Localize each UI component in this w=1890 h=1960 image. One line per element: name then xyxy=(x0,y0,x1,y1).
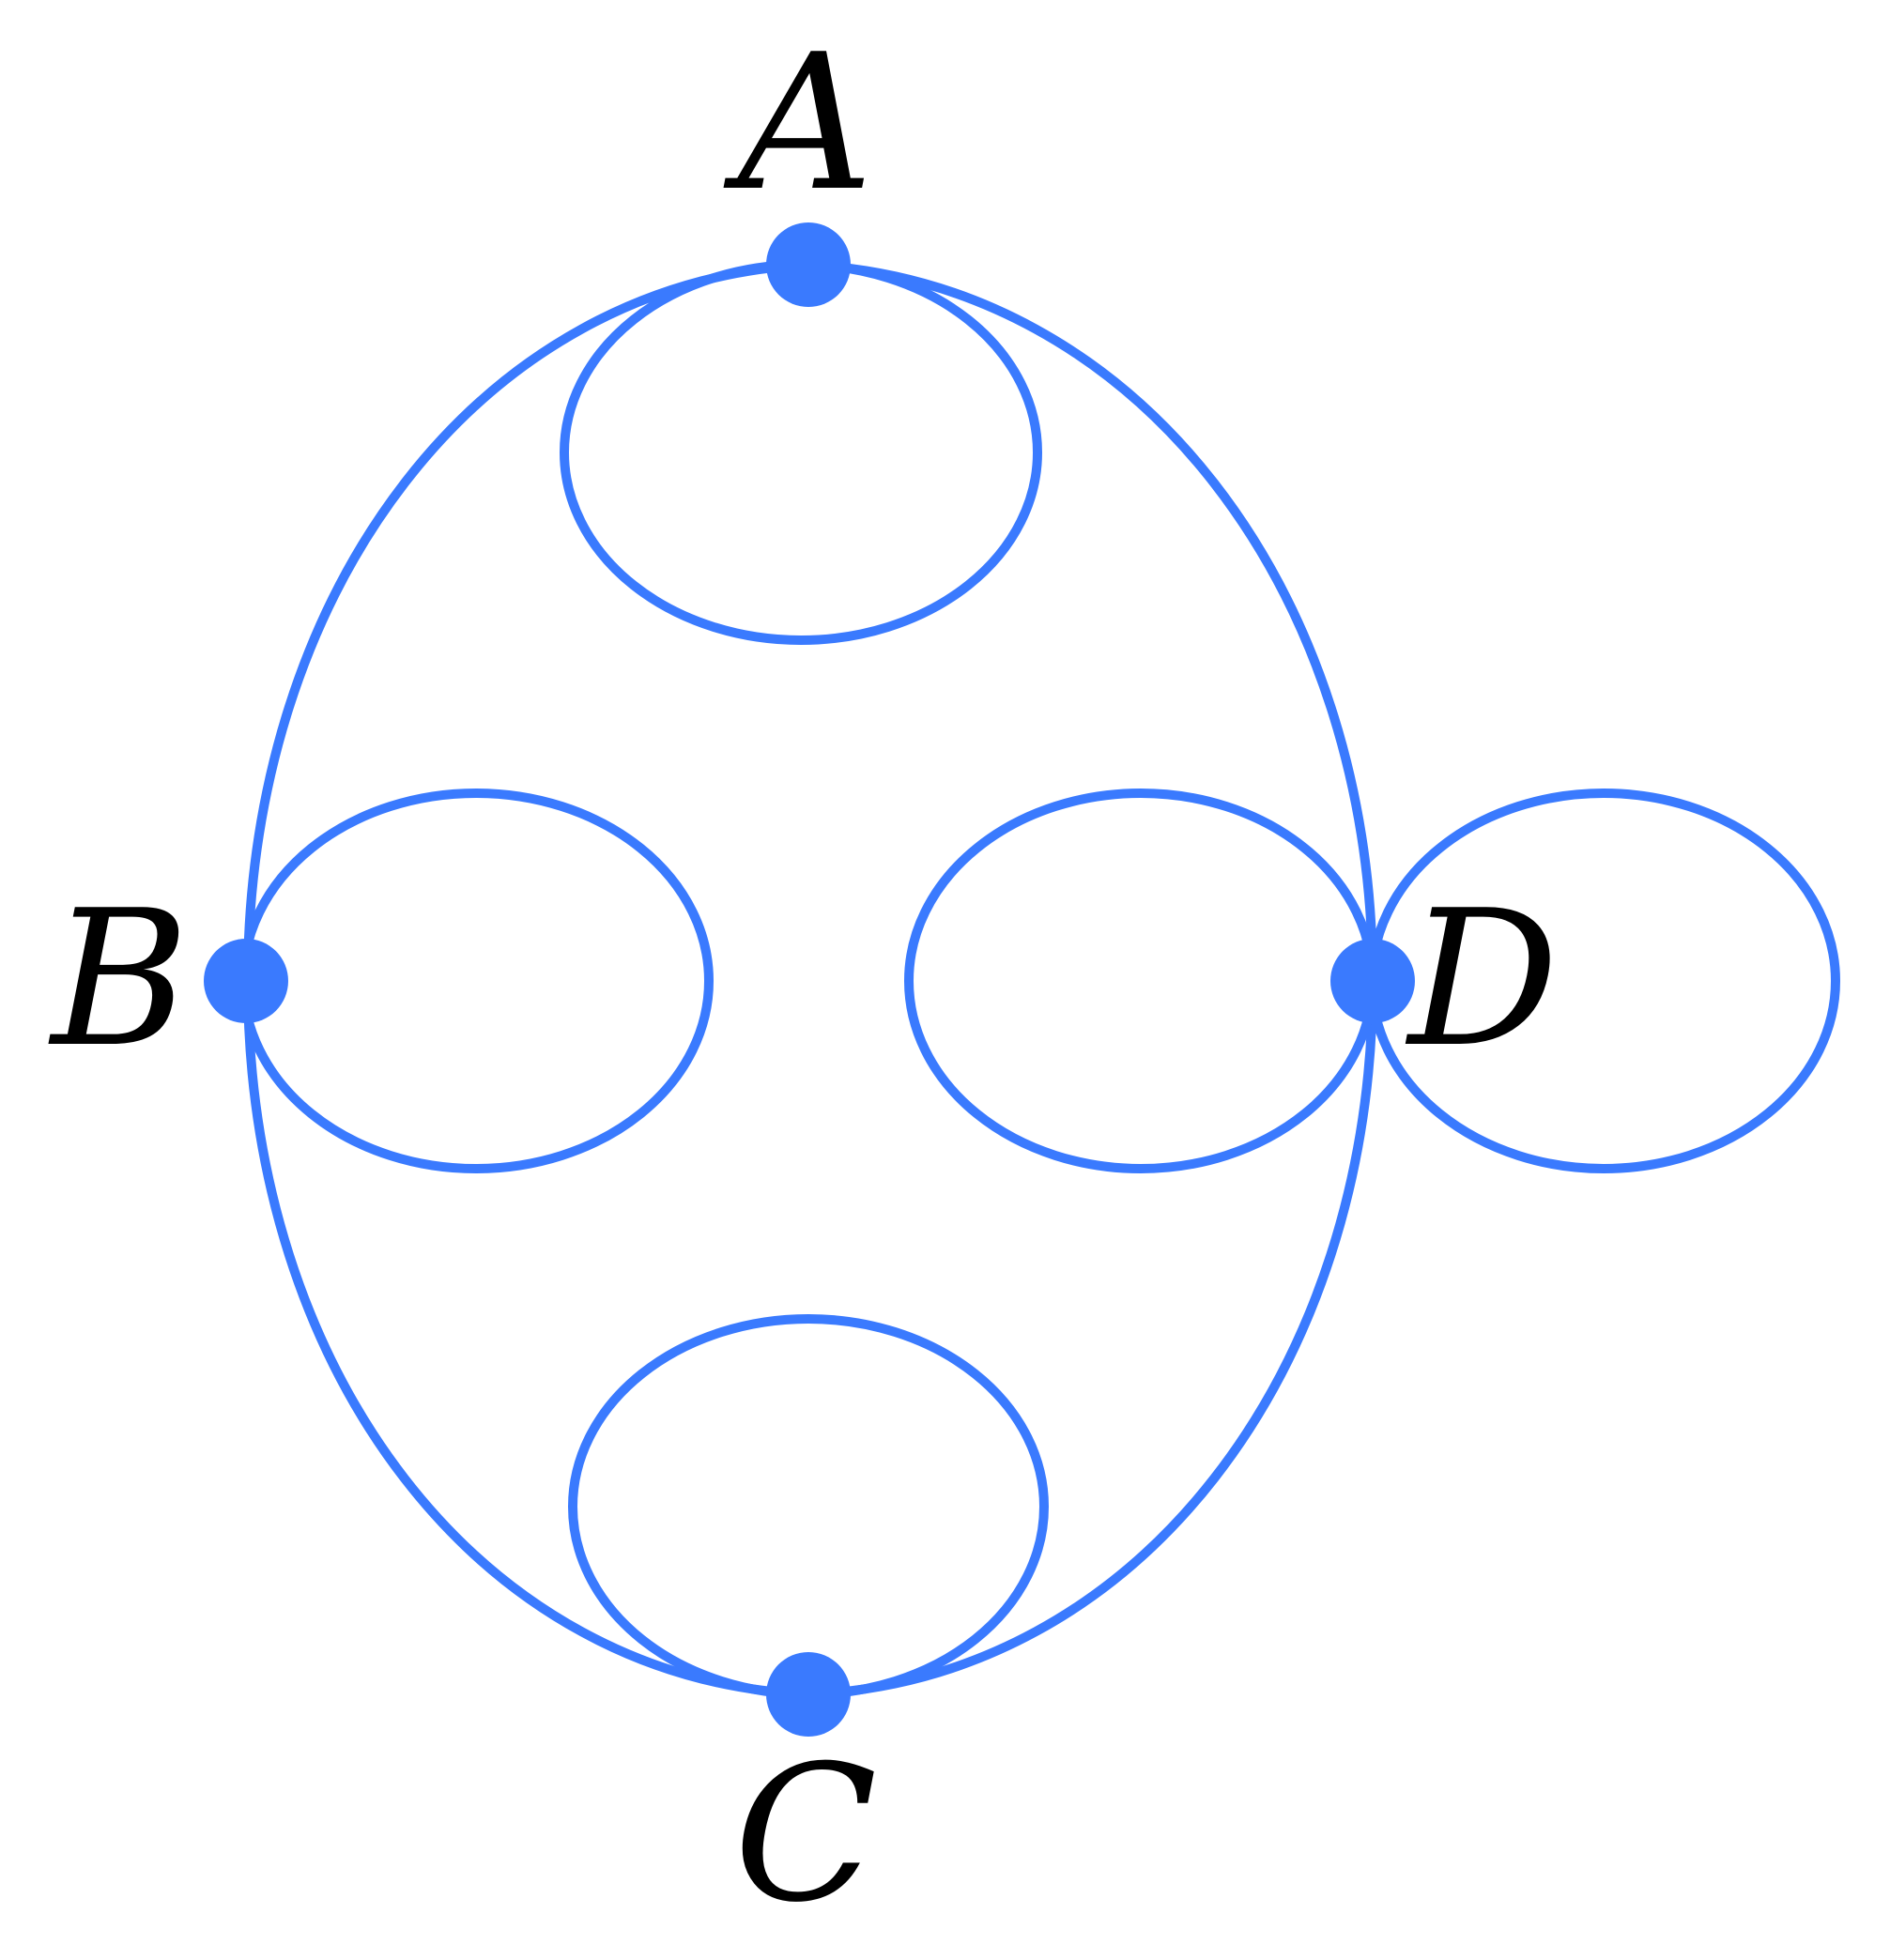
edge-a-d xyxy=(807,260,1377,982)
loop-a xyxy=(560,260,1042,645)
edge-a-b xyxy=(243,260,809,982)
edge-d-c xyxy=(807,980,1377,1699)
vertex-d xyxy=(1330,939,1415,1023)
vertices-layer xyxy=(204,222,1415,1737)
edge-b-c xyxy=(243,980,809,1699)
loop-d-left xyxy=(904,789,1377,1173)
vertex-label-d: D xyxy=(1405,870,1559,1089)
vertex-b xyxy=(204,939,288,1023)
loop-b xyxy=(238,789,714,1173)
vertex-a xyxy=(766,222,851,307)
loop-c xyxy=(568,1314,1049,1699)
edges-layer xyxy=(238,260,1840,1699)
labels-layer: A B C D xyxy=(48,14,1560,1944)
vertex-label-b: B xyxy=(48,870,190,1089)
vertex-c xyxy=(766,1652,851,1737)
vertex-label-a: A xyxy=(723,14,873,233)
vertex-label-c: C xyxy=(733,1725,877,1944)
